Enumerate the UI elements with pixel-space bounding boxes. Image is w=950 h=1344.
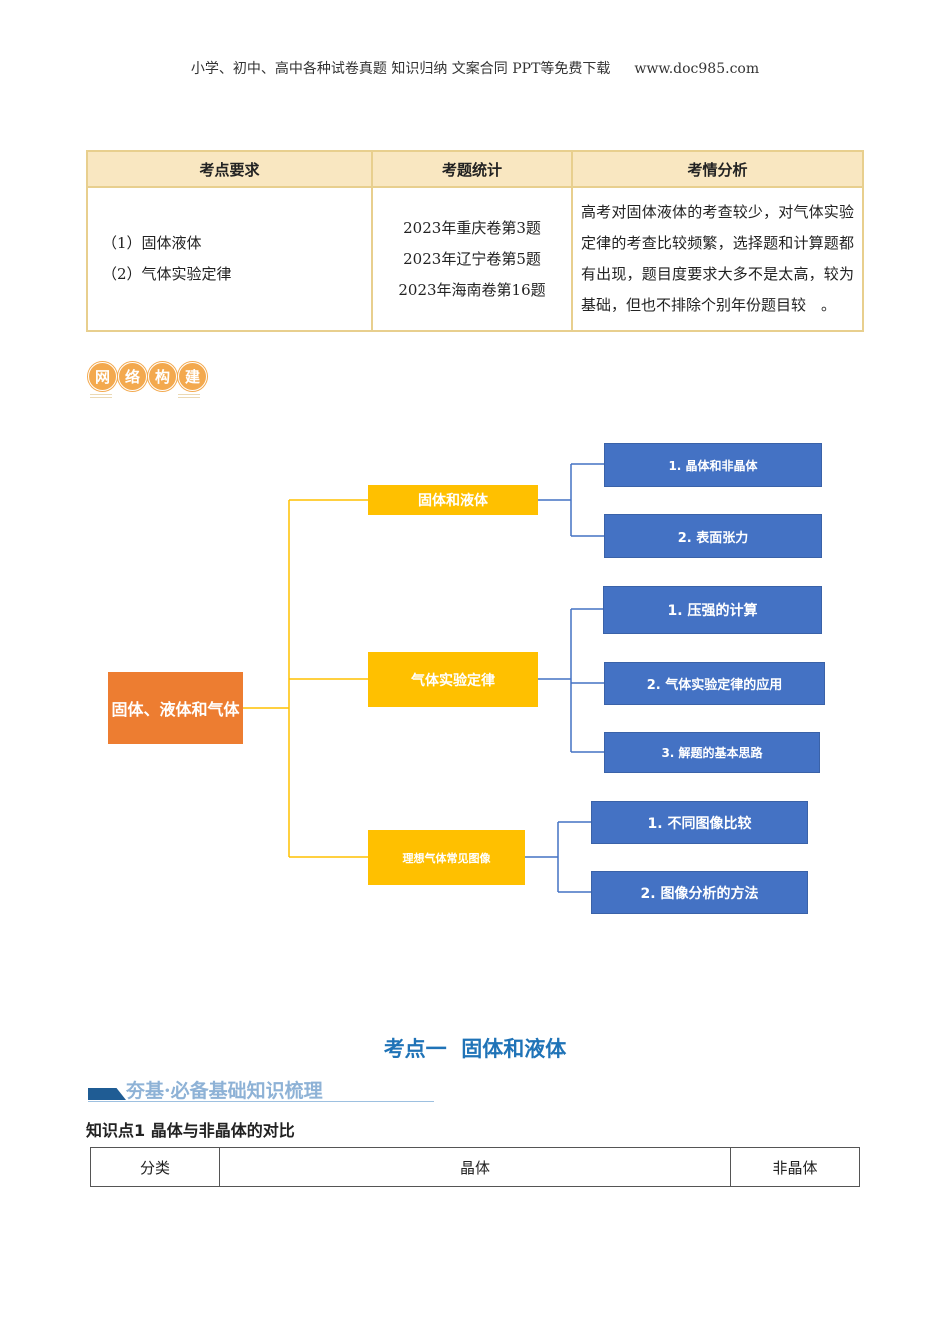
stats-cell: 2023年重庆卷第3题 2023年辽宁卷第5题 2023年海南卷第16题 xyxy=(371,186,573,332)
mindmap-connectors xyxy=(243,463,604,893)
page-header: 小学、初中、高中各种试卷真题 知识归纳 文案合同 PPT等免费下载 www.doc… xyxy=(0,58,950,78)
badge-underline xyxy=(178,394,200,398)
badge-char: 建 xyxy=(178,362,207,391)
leaf: 2. 气体实验定律的应用 xyxy=(604,662,825,705)
col-header: 考点要求 xyxy=(86,150,373,188)
stat: 2023年辽宁卷第5题 xyxy=(403,249,541,268)
branch1-connector xyxy=(538,463,604,537)
col-header: 分类 xyxy=(90,1147,220,1187)
badge-underline xyxy=(90,394,112,398)
branch2-connector xyxy=(538,608,604,753)
mindmap-root: 固体、液体和气体 xyxy=(108,672,243,744)
root-connector xyxy=(243,499,368,858)
leaf: 1. 不同图像比较 xyxy=(591,801,808,844)
header-url[interactable]: www.doc985.com xyxy=(634,61,760,77)
col-header: 晶体 xyxy=(219,1147,731,1187)
branch-gas-laws: 气体实验定律 xyxy=(368,652,538,707)
crystal-comparison-table: 分类 晶体 非晶体 xyxy=(90,1147,860,1187)
stat: 2023年海南卷第16题 xyxy=(398,280,546,299)
branch-solids-liquids: 固体和液体 xyxy=(368,485,538,515)
leaf: 1. 压强的计算 xyxy=(603,586,822,634)
requirement: （1）固体液体 xyxy=(102,234,202,252)
exam-overview-table: 考点要求 考题统计 考情分析 （1）固体液体 （2）气体实验定律 2023年重庆… xyxy=(86,150,864,332)
badge-char: 构 xyxy=(148,362,177,391)
col-header: 考情分析 xyxy=(571,150,864,188)
col-header: 考题统计 xyxy=(371,150,573,188)
header-text: 小学、初中、高中各种试卷真题 知识归纳 文案合同 PPT等免费下载 xyxy=(190,61,611,77)
knowledge-point-heading: 知识点1 晶体与非晶体的对比 xyxy=(86,1121,295,1140)
network-badge: 网 络 构 建 xyxy=(88,362,208,391)
subtitle: 夯基·必备基础知识梳理 xyxy=(126,1080,323,1102)
subtitle-bar-decoration xyxy=(88,1088,126,1100)
col-header: 非晶体 xyxy=(730,1147,860,1187)
badge-char: 网 xyxy=(88,362,117,391)
section-title: 考点一 固体和液体 xyxy=(383,1037,567,1061)
requirements-cell: （1）固体液体 （2）气体实验定律 xyxy=(86,186,373,332)
leaf: 2. 表面张力 xyxy=(604,514,822,558)
branch-ideal-gas-graphs: 理想气体常见图像 xyxy=(368,830,525,885)
leaf: 3. 解题的基本思路 xyxy=(604,732,820,773)
badge-char: 络 xyxy=(118,362,147,391)
requirement: （2）气体实验定律 xyxy=(102,265,232,283)
leaf: 2. 图像分析的方法 xyxy=(591,871,808,914)
leaf: 1. 晶体和非晶体 xyxy=(604,443,822,487)
stat: 2023年重庆卷第3题 xyxy=(403,218,541,237)
branch3-connector xyxy=(525,821,591,893)
analysis-cell: 高考对固体液体的考查较少，对气体实验定律的考查比较频繁，选择题和计算题都有出现，… xyxy=(571,186,864,332)
subtitle-divider xyxy=(88,1101,434,1102)
